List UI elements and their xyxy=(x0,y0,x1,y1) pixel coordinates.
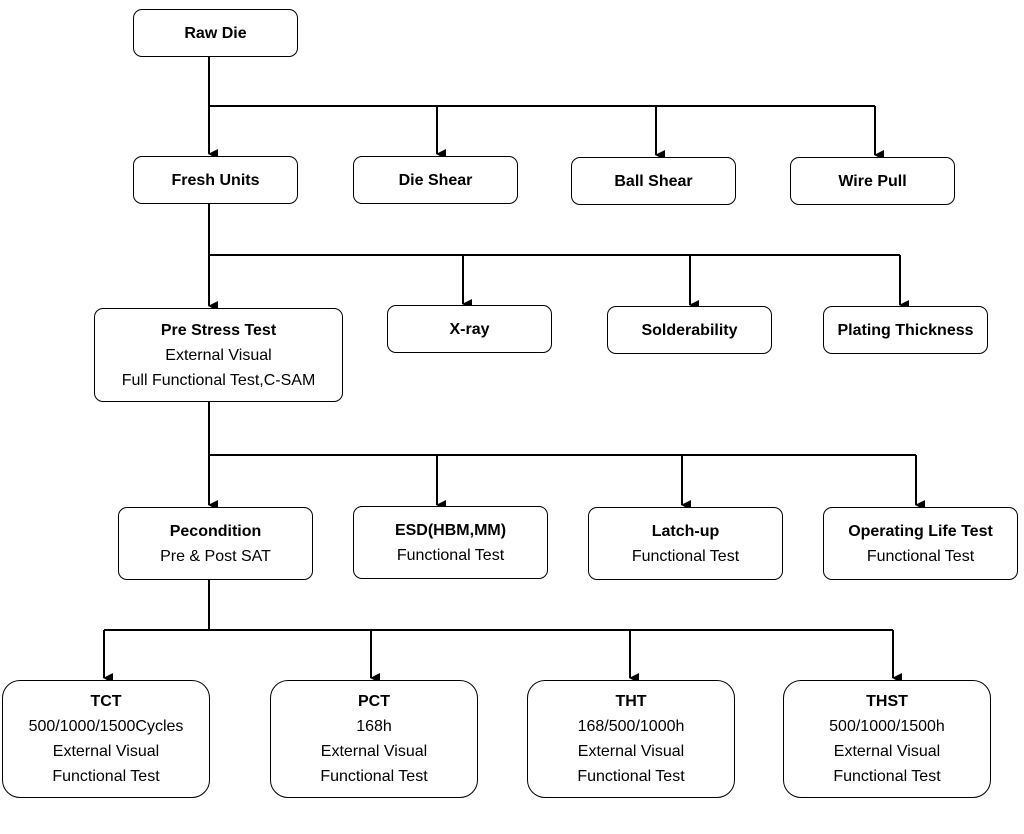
node-detail: Functional Test xyxy=(577,768,685,785)
node-detail: Functional Test xyxy=(52,768,160,785)
node-raw-die: Raw Die xyxy=(133,9,298,57)
node-precondition: Pecondition Pre & Post SAT xyxy=(118,507,313,580)
node-title: Pre Stress Test xyxy=(160,321,277,339)
node-title: THST xyxy=(866,693,908,710)
node-title: ESD(HBM,MM) xyxy=(394,521,507,539)
node-title: TCT xyxy=(90,693,122,710)
node-detail: External Visual xyxy=(833,743,941,760)
node-detail: Functional Test xyxy=(866,547,975,565)
node-detail: Functional Test xyxy=(833,768,941,785)
node-title: Operating Life Test xyxy=(848,522,993,540)
node-detail: External Visual xyxy=(577,743,685,760)
node-wire-pull: Wire Pull xyxy=(790,157,955,205)
node-fresh-units: Fresh Units xyxy=(133,156,298,204)
node-title: X-ray xyxy=(449,320,490,338)
node-title: PCT xyxy=(358,693,390,710)
node-detail: Functional Test xyxy=(320,768,428,785)
node-title: Plating Thickness xyxy=(837,321,974,339)
node-ball-shear: Ball Shear xyxy=(571,157,736,205)
node-title: Wire Pull xyxy=(838,172,907,190)
node-title: Die Shear xyxy=(398,171,473,189)
node-detail: Pre & Post SAT xyxy=(160,547,271,565)
node-detail: External Visual xyxy=(52,743,160,760)
node-solderability: Solderability xyxy=(607,306,772,354)
node-title: Fresh Units xyxy=(171,171,260,189)
node-title: Ball Shear xyxy=(614,172,693,190)
node-die-shear: Die Shear xyxy=(353,156,518,204)
node-detail: 168/500/1000h xyxy=(577,718,685,735)
node-detail: Full Functional Test,C-SAM xyxy=(121,371,316,389)
node-esd: ESD(HBM,MM) Functional Test xyxy=(353,506,548,579)
node-title: Latch-up xyxy=(651,522,720,540)
node-title: THT xyxy=(615,693,647,710)
node-detail: Functional Test xyxy=(396,546,505,564)
node-thst: THST 500/1000/1500h External Visual Func… xyxy=(783,680,991,798)
node-pct: PCT 168h External Visual Functional Test xyxy=(270,680,478,798)
node-detail: 168h xyxy=(356,718,392,735)
node-title: Solderability xyxy=(641,321,738,339)
node-detail: 500/1000/1500h xyxy=(829,718,945,735)
node-tht: THT 168/500/1000h External Visual Functi… xyxy=(527,680,735,798)
node-latch-up: Latch-up Functional Test xyxy=(588,507,783,580)
node-title: Raw Die xyxy=(184,24,247,42)
node-title: Pecondition xyxy=(169,522,262,540)
node-detail: Functional Test xyxy=(631,547,740,565)
node-xray: X-ray xyxy=(387,305,552,353)
node-plating-thickness: Plating Thickness xyxy=(823,306,988,354)
node-detail: External Visual xyxy=(320,743,428,760)
node-pre-stress-test: Pre Stress Test External Visual Full Fun… xyxy=(94,308,343,402)
node-tct: TCT 500/1000/1500Cycles External Visual … xyxy=(2,680,210,798)
node-detail: External Visual xyxy=(165,346,272,364)
node-detail: 500/1000/1500Cycles xyxy=(28,718,184,735)
node-operating-life-test: Operating Life Test Functional Test xyxy=(823,507,1018,580)
